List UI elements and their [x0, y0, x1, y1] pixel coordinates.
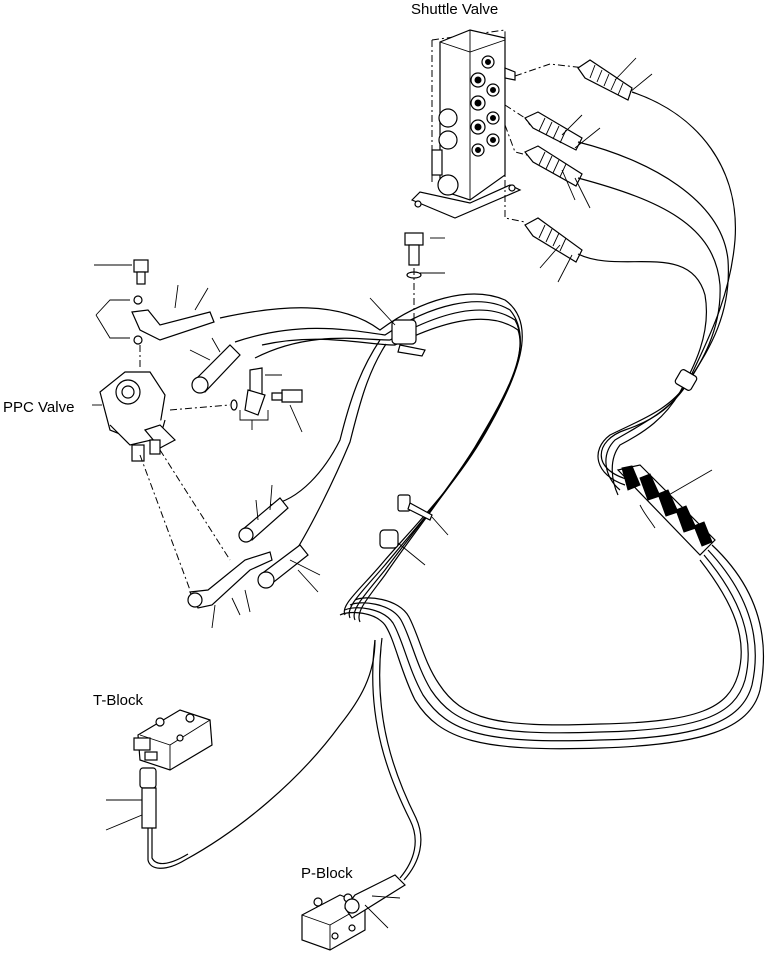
- shuttle-hose-fitting-2: [524, 111, 583, 151]
- shuttle-hose-fitting-4: [524, 217, 583, 263]
- ppc-valve-label: PPC Valve: [3, 399, 74, 416]
- ppc-hose-bundle: [219, 232, 523, 623]
- ppc-valve: [92, 371, 176, 462]
- ppc-center-fittings: [169, 337, 303, 433]
- shuttle-valve-label: Shuttle Valve: [411, 1, 498, 18]
- shuttle-hose-fitting-1: [577, 59, 633, 101]
- shuttle-hose-bundle: [577, 91, 737, 496]
- clamp-bolt: [404, 232, 424, 279]
- shuttle-leader-lines: [420, 57, 653, 283]
- shuttle-port-connectors: [504, 63, 586, 223]
- shuttle-hose-fitting-3: [524, 145, 583, 187]
- ppc-top-fittings: [94, 259, 215, 370]
- t-block-hose-fitting: [105, 639, 376, 869]
- ppc-rear-fittings: [139, 449, 321, 629]
- shuttle-valve: [410, 29, 522, 219]
- lower-hose-loop: [339, 544, 765, 750]
- t-block: [133, 709, 213, 771]
- p-block-hose-fitting: [344, 637, 422, 929]
- p-block-label: P-Block: [301, 865, 353, 882]
- spiral-protector: [616, 464, 716, 556]
- t-block-label: T-Block: [93, 692, 144, 709]
